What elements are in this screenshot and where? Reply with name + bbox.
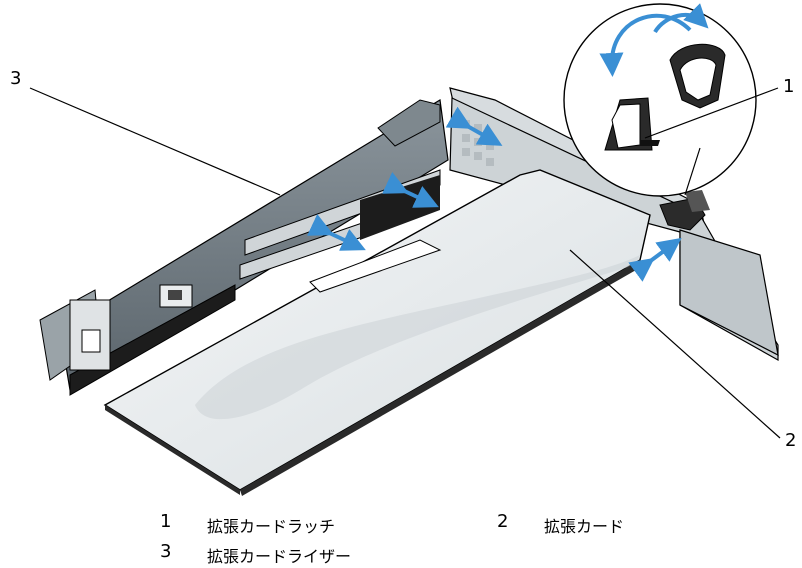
callout-3: 3: [10, 68, 22, 89]
movement-arrows: [307, 3, 709, 282]
callout-2: 2: [785, 430, 797, 451]
slide-arrow-3: [307, 214, 366, 251]
expansion-card: [103, 169, 651, 496]
slide-arrow-1: [445, 106, 503, 146]
legend-num-3: 3: [160, 541, 172, 562]
leader-lines: [29, 87, 781, 439]
legend-text-1: 拡張カードラッチ: [207, 517, 336, 536]
rotate-arrow-small: [653, 3, 709, 34]
leader-1: [644, 87, 779, 139]
expansion-card-latch: [659, 190, 710, 231]
legend-text-2: 拡張カード: [544, 517, 625, 536]
legend-num-1: 1: [160, 511, 172, 532]
rotate-arrow-large: [599, 13, 692, 77]
slide-arrow-4: [628, 237, 682, 282]
riser-connector: [159, 284, 193, 308]
legend-text-3: 拡張カードライザー: [207, 547, 352, 566]
latch-detail-inset: [563, 3, 757, 197]
leader-1b: [684, 147, 701, 196]
riser-latch-small: [69, 299, 111, 371]
slide-arrow-2: [382, 172, 439, 208]
leader-2: [569, 249, 781, 439]
legend-num-2: 2: [497, 511, 509, 532]
leader-3: [29, 87, 281, 196]
callout-1: 1: [783, 76, 795, 97]
